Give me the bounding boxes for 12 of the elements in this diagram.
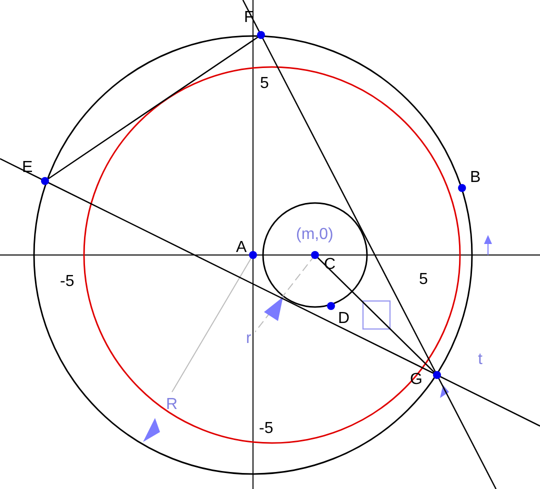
parameter-label: r [246,331,252,347]
axis-tick-label: 5 [260,76,269,92]
point-label: D [338,311,350,327]
coordinate-label: (m,0) [296,227,334,243]
point-label: A [236,240,247,256]
point-label: B [470,170,481,186]
parameter-label: t [478,352,482,368]
axis-tick-label: 5 [419,272,428,288]
point-label: G [410,372,422,388]
axis-tick-label: -5 [259,421,274,437]
parameter-label: R [166,397,178,413]
axis-tick-label: -5 [60,274,74,290]
